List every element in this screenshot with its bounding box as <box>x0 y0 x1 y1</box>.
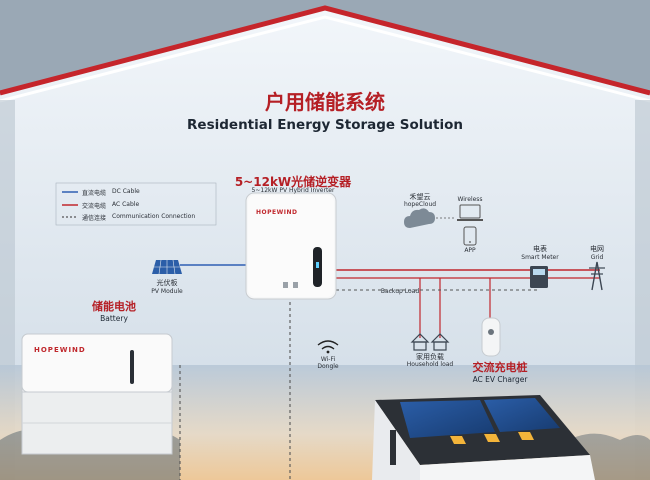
battery-label-cn: 储能电池 <box>92 300 136 313</box>
battery-label-en: Battery <box>100 314 128 323</box>
grid-tower-icon <box>589 261 605 291</box>
inverter-brand-logo: HOPEWIND <box>256 209 298 216</box>
grid-label-cn: 电网 <box>590 245 604 253</box>
page-title-cn: 户用储能系统 <box>265 90 385 114</box>
roof-red-line <box>0 5 650 96</box>
smart-meter-icon <box>530 266 548 288</box>
legend-ac-en: AC Cable <box>112 201 140 208</box>
inverter-label-cn: 5~12kW光储逆变器 <box>234 175 352 189</box>
household-label-en: Household load <box>406 361 454 368</box>
charger-label-en: AC EV Charger <box>472 375 528 384</box>
cloud-label-cn: 禾望云 <box>409 193 431 201</box>
legend-dc-cn: 直流电缆 <box>82 190 107 197</box>
wireless-label: Wireless <box>457 196 483 203</box>
legend-dc-en: DC Cable <box>112 188 140 195</box>
cloud-icon <box>404 208 435 228</box>
page-title-en: Residential Energy Storage Solution <box>187 117 463 133</box>
battery-brand-logo: HOPEWIND <box>34 346 86 354</box>
grid-label-en: Grid <box>590 254 604 261</box>
legend-comm-cn: 通信连接 <box>82 215 107 222</box>
pv-icon <box>152 259 182 275</box>
inverter-device <box>245 192 337 300</box>
wifi-icon <box>317 340 339 354</box>
backup-load-label: Backup Load <box>380 288 420 295</box>
meter-label-en: Smart Meter <box>521 254 559 261</box>
battery-device <box>21 333 173 455</box>
legend-comm-en: Communication Connection <box>112 213 196 220</box>
charger-label-cn: 交流充电桩 <box>472 361 528 374</box>
app-label: APP <box>464 247 476 254</box>
household-label-cn: 家用负载 <box>416 353 444 361</box>
inverter-label-en: 5~12kW PV Hybrid Inverter <box>251 187 335 194</box>
wifi-dongle-label: Wi-Fi Dongle <box>317 356 339 370</box>
ev-charger-device <box>481 317 501 357</box>
meter-label-cn: 电表 <box>533 245 547 253</box>
phone-icon <box>463 226 477 246</box>
cloud-label-en: hopeCloud <box>403 201 437 208</box>
house-photo <box>372 395 595 480</box>
pv-label-cn: 光伏板 <box>156 279 178 287</box>
house-icon-backup <box>410 333 430 351</box>
legend-ac-cn: 交流电缆 <box>82 203 107 210</box>
house-icon-household <box>430 333 450 351</box>
pv-label-en: PV Module <box>151 288 183 295</box>
wireless-icon <box>457 204 483 221</box>
